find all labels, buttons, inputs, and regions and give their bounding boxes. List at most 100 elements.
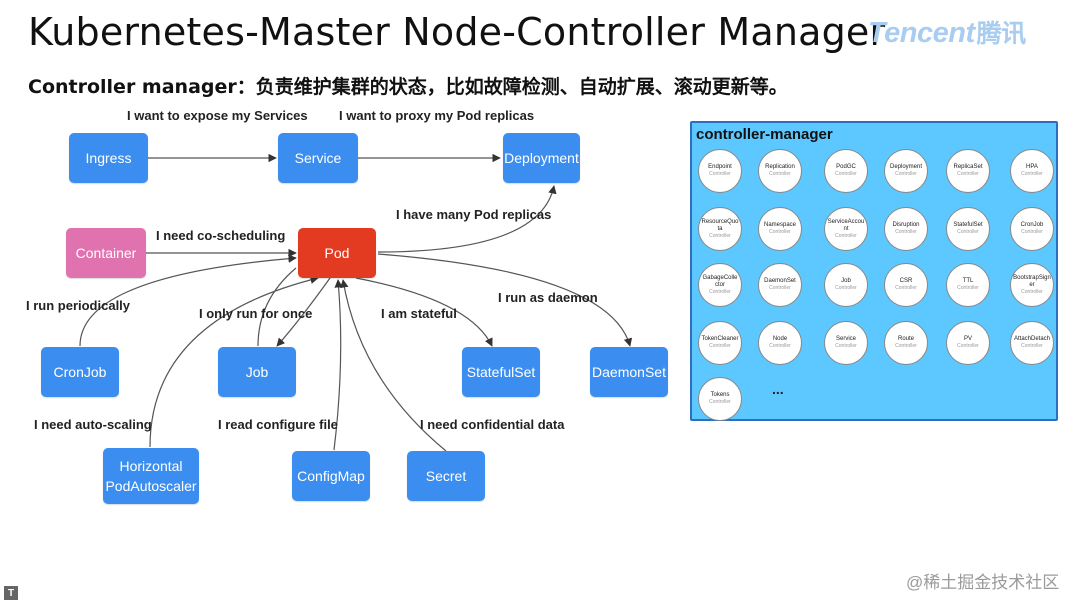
subtitle-prefix: Controller manager： (28, 76, 256, 98)
controller-name: Endpoint (708, 164, 732, 170)
controller-name: Tokens (710, 392, 730, 398)
service-node: Service (278, 133, 358, 183)
controller-suffix: Controller (1021, 171, 1043, 177)
cronjob-node: CronJob (41, 347, 119, 397)
controller-suffix: Controller (895, 285, 917, 291)
controller-manager-title: controller-manager (696, 126, 833, 143)
label-stateful: I am stateful (381, 306, 457, 321)
controller-suffix: Controller (957, 229, 979, 235)
controller-name: PV (963, 336, 972, 342)
label-expose: I want to expose my Services (127, 108, 308, 123)
arrow-pod-deployment (377, 185, 557, 253)
controller-suffix: Controller (769, 229, 791, 235)
controller-name: HPA (1026, 164, 1038, 170)
label-confidential: I need confidential data (420, 417, 565, 432)
controller-name: BootstrapSigner (1013, 274, 1051, 288)
controller-name: Deployment (889, 164, 922, 170)
controller-name: CSR (899, 278, 913, 284)
controller-name: Disruption (892, 222, 920, 228)
controller-suffix: Controller (895, 229, 917, 235)
label-periodically: I run periodically (26, 298, 131, 313)
controller-suffix: Controller (835, 285, 857, 291)
controller-name: PodGC (836, 164, 856, 170)
statefulset-node: StatefulSet (462, 347, 540, 397)
controller-suffix: Controller (1021, 288, 1043, 295)
controller-suffix: Controller (769, 343, 791, 349)
subtitle: Controller manager：负责维护集群的状态，比如故障检测、自动扩展… (28, 72, 788, 99)
controller-name: ServiceAccount (827, 218, 865, 232)
label-replicas: I have many Pod replicas (396, 207, 552, 222)
controller-suffix: Controller (709, 399, 731, 405)
controller-name: TTL (962, 278, 974, 284)
label-coscheduling: I need co-scheduling (156, 228, 286, 243)
controller-suffix: Controller (769, 171, 791, 177)
configmap-node: ConfigMap (292, 451, 370, 501)
controller-name: GabageCollector (702, 274, 738, 288)
arrow-secret-pod (340, 279, 447, 452)
label-autoscaling: I need auto-scaling (34, 417, 152, 432)
controller-name: Route (897, 336, 914, 342)
controller-suffix: Controller (1021, 229, 1043, 235)
controller-suffix: Controller (835, 343, 857, 349)
corner-logo-icon: T (4, 586, 18, 600)
controller-suffix: Controller (835, 171, 857, 177)
watermark: @稀土掘金技术社区 (906, 573, 1060, 592)
controller-name: Node (772, 336, 788, 342)
daemonset-node: DaemonSet (590, 347, 668, 397)
controller-suffix: Controller (895, 171, 917, 177)
label-configfile: I read configure file (218, 417, 338, 432)
controller-suffix: Controller (709, 232, 731, 239)
tencent-logo: Tencent腾讯 (868, 17, 1026, 49)
arrow-hpa-pod (149, 275, 319, 448)
arrow-cronjob-pod (79, 254, 297, 347)
controller-name: Job (841, 278, 851, 284)
controller-suffix: Controller (835, 232, 857, 239)
arrow-pod-job (276, 277, 331, 347)
arrow-pod-statefulset (355, 277, 493, 347)
controller-name: CronJob (1020, 222, 1044, 228)
label-daemon: I run as daemon (498, 290, 598, 305)
controller-suffix: Controller (709, 171, 731, 177)
controller-suffix: Controller (709, 343, 731, 349)
arrow-configmap-pod (333, 279, 343, 451)
controller-name: Replication (765, 164, 795, 170)
controller-suffix: Controller (957, 171, 979, 177)
controller-ellipsis: ... (772, 381, 784, 397)
arrow-job-pod (257, 267, 297, 347)
arrow-pod-daemonset (377, 253, 633, 347)
controller-suffix: Controller (769, 285, 791, 291)
controller-suffix: Controller (895, 343, 917, 349)
page-title: Kubernetes-Master Node-Controller Manage… (28, 10, 886, 54)
controller-suffix: Controller (957, 343, 979, 349)
pod-node: Pod (298, 228, 376, 278)
deployment-node: Deployment (503, 133, 580, 183)
container-node: Container (66, 228, 146, 278)
controller-name: Namespace (763, 222, 796, 228)
controller-suffix: Controller (957, 285, 979, 291)
controller-name: Service (835, 336, 856, 342)
controller-name: DaemonSet (764, 278, 796, 284)
secret-node: Secret (407, 451, 485, 501)
hpa-node: Horizontal PodAutoscaler (103, 448, 199, 504)
